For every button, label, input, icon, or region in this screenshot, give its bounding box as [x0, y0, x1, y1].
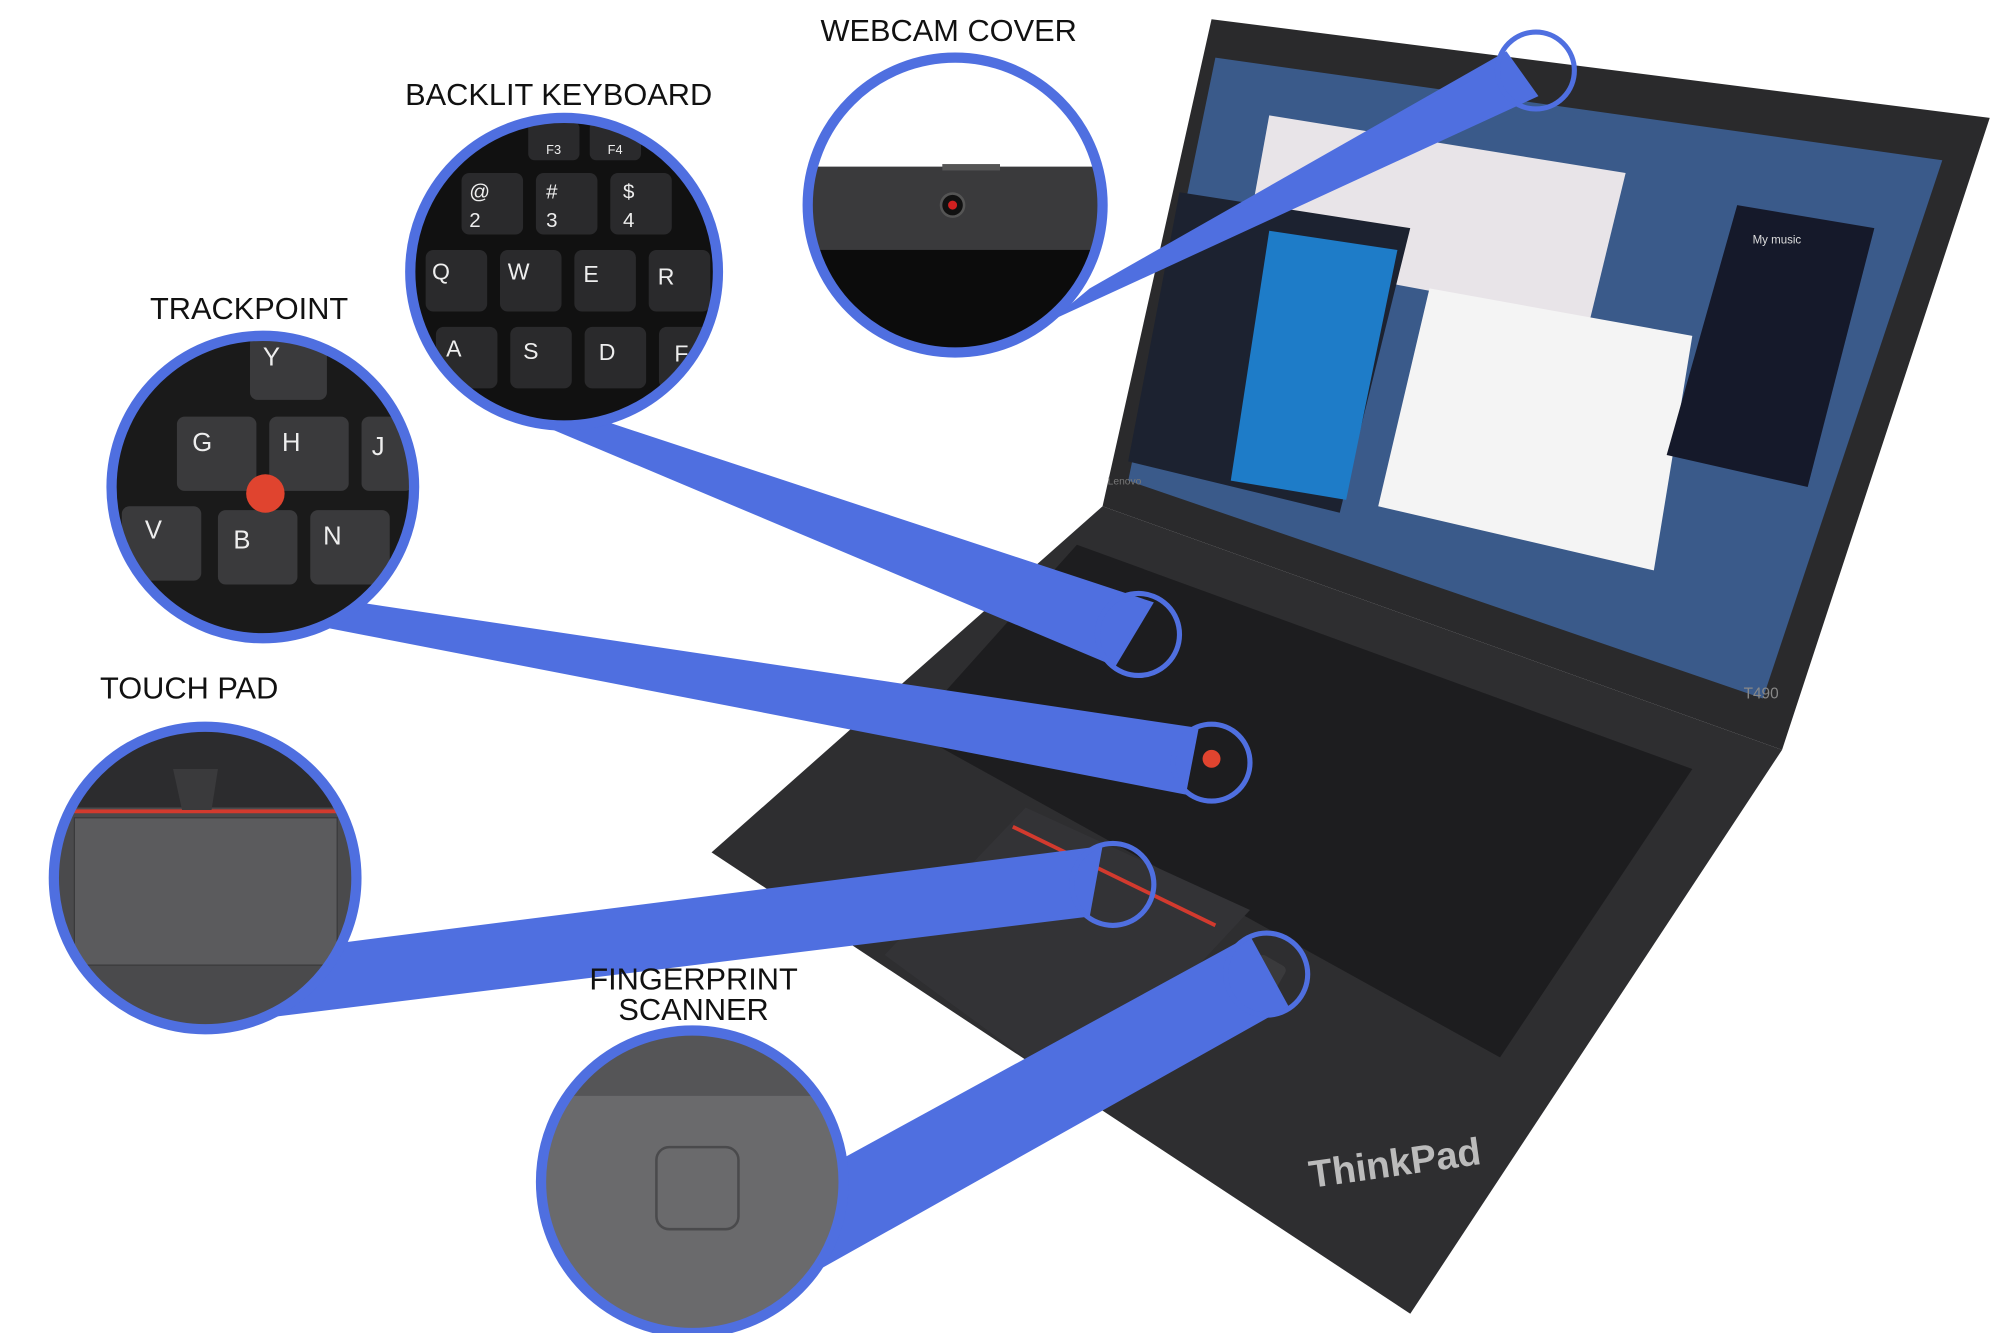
- zoom-trackpoint: Y G H J V B N: [106, 330, 420, 644]
- label-backlit-keyboard: BACKLIT KEYBOARD: [405, 77, 712, 112]
- connector-fingerprint: [820, 935, 1289, 1269]
- label-fingerprint-line2: SCANNER: [618, 992, 768, 1027]
- label-touch-pad: TOUCH PAD: [100, 671, 278, 706]
- screen-music-app: [1666, 205, 1875, 488]
- connector-touchpad: [256, 845, 1103, 1019]
- trackpoint-icon: [246, 474, 285, 513]
- key-dollar: $: [623, 181, 635, 204]
- key-d: D: [599, 339, 616, 365]
- key-j: J: [372, 433, 385, 461]
- key-s: S: [523, 338, 538, 364]
- target-touchpad: [1069, 840, 1157, 928]
- label-fingerprint-line1: FINGERPRINT: [589, 961, 798, 996]
- target-trackpoint: [1170, 721, 1253, 804]
- key-4: 4: [623, 209, 634, 232]
- key-n: N: [323, 523, 342, 551]
- model-label: T490: [1744, 686, 1779, 703]
- callout-connectors: [256, 51, 1539, 1269]
- connector-trackpoint: [294, 602, 1199, 795]
- touchpad-red-line: [1011, 824, 1217, 928]
- target-keyboard: [1094, 590, 1183, 679]
- target-fingerprint: [1223, 930, 1311, 1018]
- key-at: @: [469, 181, 490, 204]
- bezel-logo: Lenovo: [1108, 476, 1142, 487]
- target-webcam: [1494, 29, 1577, 112]
- key-a: A: [446, 335, 462, 361]
- screen-music-title: My music: [1753, 235, 1802, 247]
- trackpoint-nub: [1202, 749, 1221, 768]
- key-f3: F3: [546, 142, 561, 157]
- key-r: R: [658, 264, 675, 290]
- key-q: Q: [432, 258, 450, 284]
- key-3: 3: [546, 209, 557, 232]
- key-v: V: [145, 516, 162, 544]
- zoom-touchpad: [48, 721, 362, 1035]
- key-y: Y: [263, 343, 280, 371]
- screen-tiles: [1230, 230, 1398, 500]
- zoom-webcam: [802, 52, 1108, 358]
- fingerprint-icon: [655, 1145, 740, 1231]
- zoom-fingerprint: [535, 1025, 849, 1333]
- key-w: W: [508, 258, 530, 284]
- connector-keyboard: [506, 410, 1154, 667]
- connector-webcam: [1051, 51, 1539, 321]
- label-trackpoint: TRACKPOINT: [150, 291, 348, 326]
- zoom-keyboard: F3 F4 @ 2 # 3 $ 4 Q W E R A S D F: [405, 112, 724, 431]
- key-2: 2: [469, 209, 480, 232]
- screen-excel: [1378, 288, 1693, 571]
- label-webcam-cover: WEBCAM COVER: [821, 13, 1077, 48]
- key-h: H: [282, 429, 301, 457]
- key-hash: #: [546, 181, 558, 204]
- key-f4: F4: [608, 142, 623, 157]
- key-b: B: [233, 527, 250, 555]
- key-e: E: [583, 261, 598, 287]
- keyboard-area: [910, 544, 1693, 1058]
- key-g: G: [192, 429, 212, 457]
